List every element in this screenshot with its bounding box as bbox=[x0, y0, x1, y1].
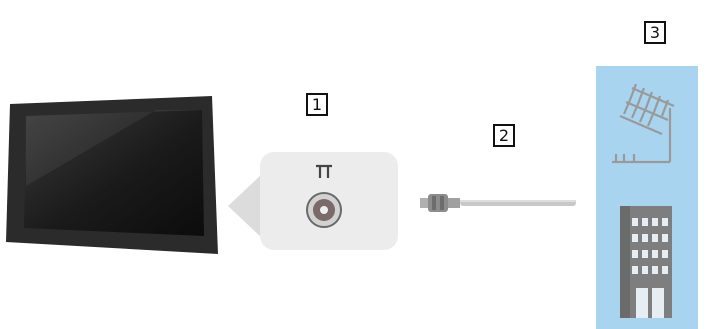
antenna-terminal-icon bbox=[228, 152, 400, 252]
callout-1: 1 bbox=[306, 93, 328, 116]
television-icon bbox=[6, 96, 218, 254]
rf-cable-icon bbox=[418, 188, 580, 218]
signal-sources bbox=[596, 66, 698, 329]
callout-3: 3 bbox=[644, 21, 666, 44]
callout-2: 2 bbox=[493, 124, 515, 147]
building-icon bbox=[620, 206, 672, 318]
